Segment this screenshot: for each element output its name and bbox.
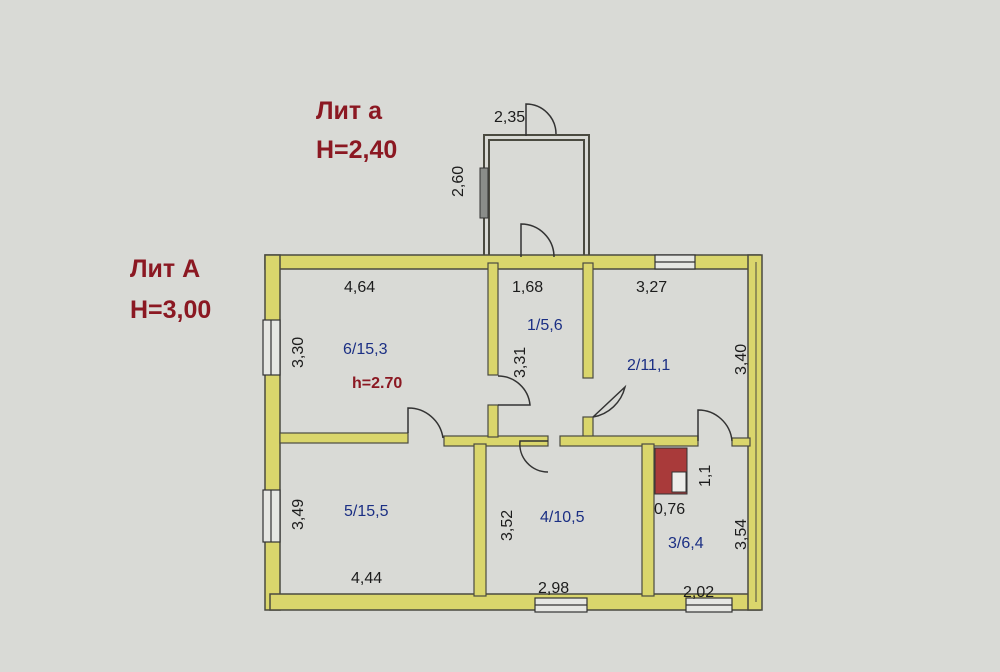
room3-width-dim: 2,02	[683, 584, 714, 601]
room1-width-dim: 1,68	[512, 279, 543, 296]
door-room1-left	[497, 375, 531, 406]
door-room2	[592, 384, 627, 418]
interior-walls	[279, 262, 751, 597]
porch-window	[479, 167, 489, 219]
entry-door	[520, 223, 555, 258]
h-big-title: H=3,00	[130, 296, 211, 324]
room-5-label: 5/15,5	[344, 503, 389, 520]
porch-width-dim: 2,35	[494, 109, 525, 126]
porch-entry-door-swing	[525, 103, 557, 136]
lit-a-big-title: Лит А	[130, 255, 200, 283]
room-6-height-label: h=2.70	[352, 375, 402, 392]
room5-width-dim: 4,44	[351, 570, 382, 587]
room4-depth-dim: 3,52	[499, 510, 516, 541]
room2-width-dim: 3,27	[636, 279, 667, 296]
stove-height-dim: 1,1	[697, 465, 714, 487]
door-room4	[519, 440, 549, 473]
room6-height-dim: 3,30	[290, 337, 307, 368]
windows	[262, 254, 733, 613]
door-room3	[697, 409, 733, 442]
porch-walls	[483, 134, 590, 257]
porch-depth-dim: 2,60	[450, 166, 467, 197]
room-3-label: 3/6,4	[668, 535, 704, 552]
h-small-title: H=2,40	[316, 136, 397, 164]
room1-depth-dim: 3,31	[512, 347, 529, 378]
room6-width-dim: 4,64	[344, 279, 375, 296]
room-1-label: 1/5,6	[527, 317, 563, 334]
room5-depth-dim: 3,49	[290, 499, 307, 530]
stove-width-dim: 0,76	[654, 501, 685, 518]
stove-door	[671, 471, 687, 493]
room-2-label: 2/11,1	[627, 357, 670, 374]
door-swings	[407, 223, 733, 473]
door-room6	[407, 407, 444, 439]
room-4-label: 4/10,5	[540, 509, 585, 526]
room4-width-dim: 2,98	[538, 580, 569, 597]
room-6-label: 6/15,3	[343, 341, 388, 358]
lit-a-small-title: Лит а	[316, 97, 383, 125]
room2-depth-dim: 3,40	[733, 344, 750, 375]
room3-depth-dim: 3,54	[733, 519, 750, 550]
